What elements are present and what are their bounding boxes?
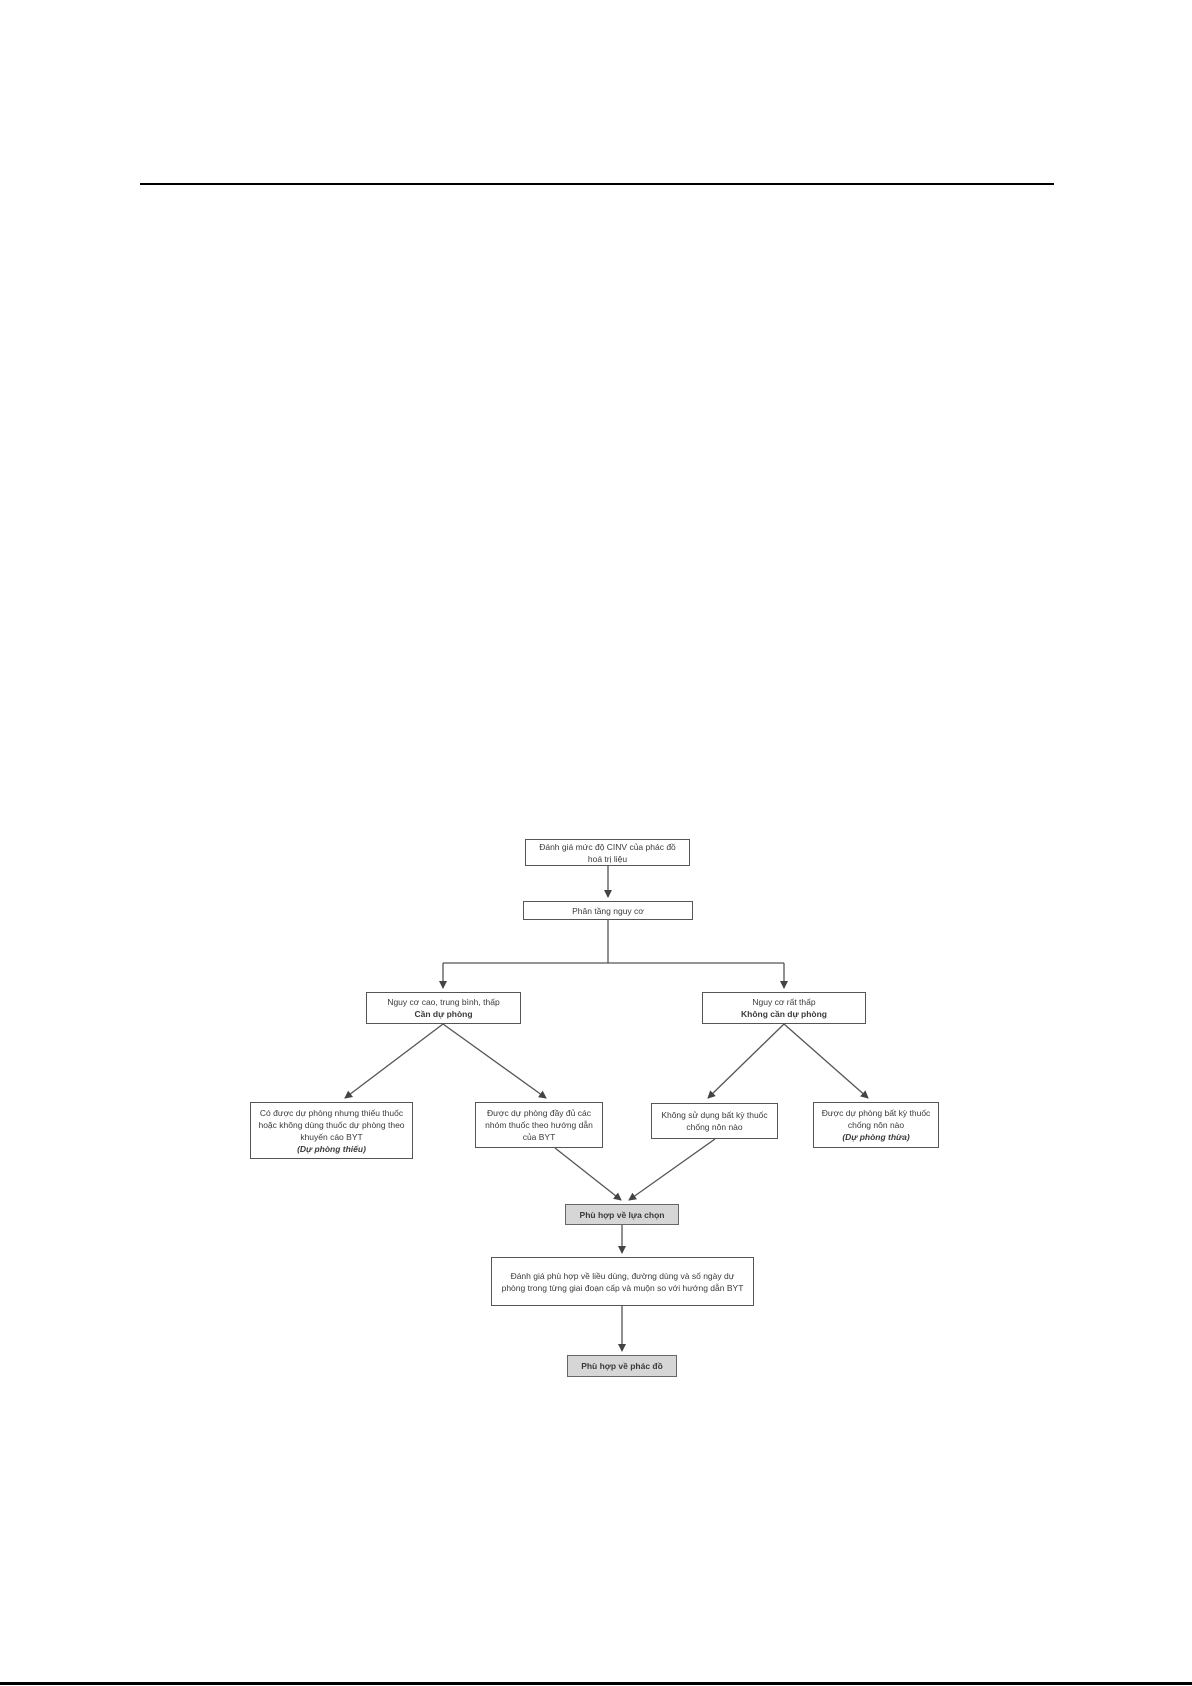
assess-dose-text: Đánh giá phù hợp về liều dùng, đường dùn…	[501, 1270, 744, 1293]
under-prophylaxis-text: Có được dự phòng nhưng thiếu thuốc hoặc …	[258, 1107, 405, 1142]
box-over-prophylaxis: Được dự phòng bất kỳ thuốc chống nôn nào…	[813, 1102, 939, 1148]
arrow-full-to-choice	[554, 1147, 622, 1201]
box-very-low-risk: Nguy cơ rất thấp Không cần dự phòng	[702, 992, 866, 1024]
under-prophylaxis-tag: (Dự phòng thiếu)	[297, 1143, 366, 1154]
arrow-verylow-to-over	[783, 1023, 869, 1099]
very-low-risk-label: Nguy cơ rất thấp	[752, 997, 816, 1007]
bottom-rule	[0, 1682, 1192, 1685]
box-risk-stratification: Phân tầng nguy cơ	[523, 901, 693, 920]
arrow-verylow-to-none	[707, 1023, 785, 1099]
no-prophylaxis-label: Không cần dự phòng	[741, 1009, 827, 1019]
risk-stratification-text: Phân tầng nguy cơ	[572, 905, 644, 916]
arrow-none-to-choice	[628, 1138, 716, 1201]
assess-cinv-text: Đánh giá mức độ CINV của phác đồ hoá trị…	[539, 841, 676, 864]
appropriate-regimen-text: Phù hợp về phác đồ	[581, 1361, 663, 1371]
no-antiemetic-text: Không sử dụng bất kỳ thuốc chống nôn nào	[661, 1110, 768, 1132]
top-rule	[140, 183, 1054, 185]
box-under-prophylaxis: Có được dự phòng nhưng thiếu thuốc hoặc …	[250, 1102, 413, 1159]
box-assess-dose: Đánh giá phù hợp về liều dùng, đường dùn…	[491, 1257, 754, 1306]
full-prophylaxis-text: Được dự phòng đầy đủ các nhóm thuốc theo…	[485, 1108, 593, 1142]
over-prophylaxis-text: Được dự phòng bất kỳ thuốc chống nôn nào	[821, 1108, 931, 1130]
box-assess-cinv: Đánh giá mức độ CINV của phác đồ hoá trị…	[525, 839, 690, 866]
over-prophylaxis-tag: (Dự phòng thừa)	[842, 1132, 910, 1142]
appropriate-choice-text: Phù hợp về lựa chọn	[579, 1209, 665, 1220]
box-appropriate-regimen: Phù hợp về phác đồ	[567, 1355, 677, 1377]
box-no-antiemetic: Không sử dụng bất kỳ thuốc chống nôn nào	[651, 1103, 778, 1139]
arrow-high-to-under	[344, 1023, 444, 1099]
box-high-risk: Nguy cơ cao, trung bình, thấp Cần dự phò…	[366, 992, 521, 1024]
needs-prophylaxis-label: Cần dự phòng	[414, 1009, 473, 1019]
box-appropriate-choice: Phù hợp về lựa chọn	[565, 1204, 679, 1225]
high-risk-label: Nguy cơ cao, trung bình, thấp	[387, 997, 500, 1007]
arrow-high-to-full	[442, 1023, 547, 1099]
box-full-prophylaxis: Được dự phòng đầy đủ các nhóm thuốc theo…	[475, 1102, 603, 1148]
